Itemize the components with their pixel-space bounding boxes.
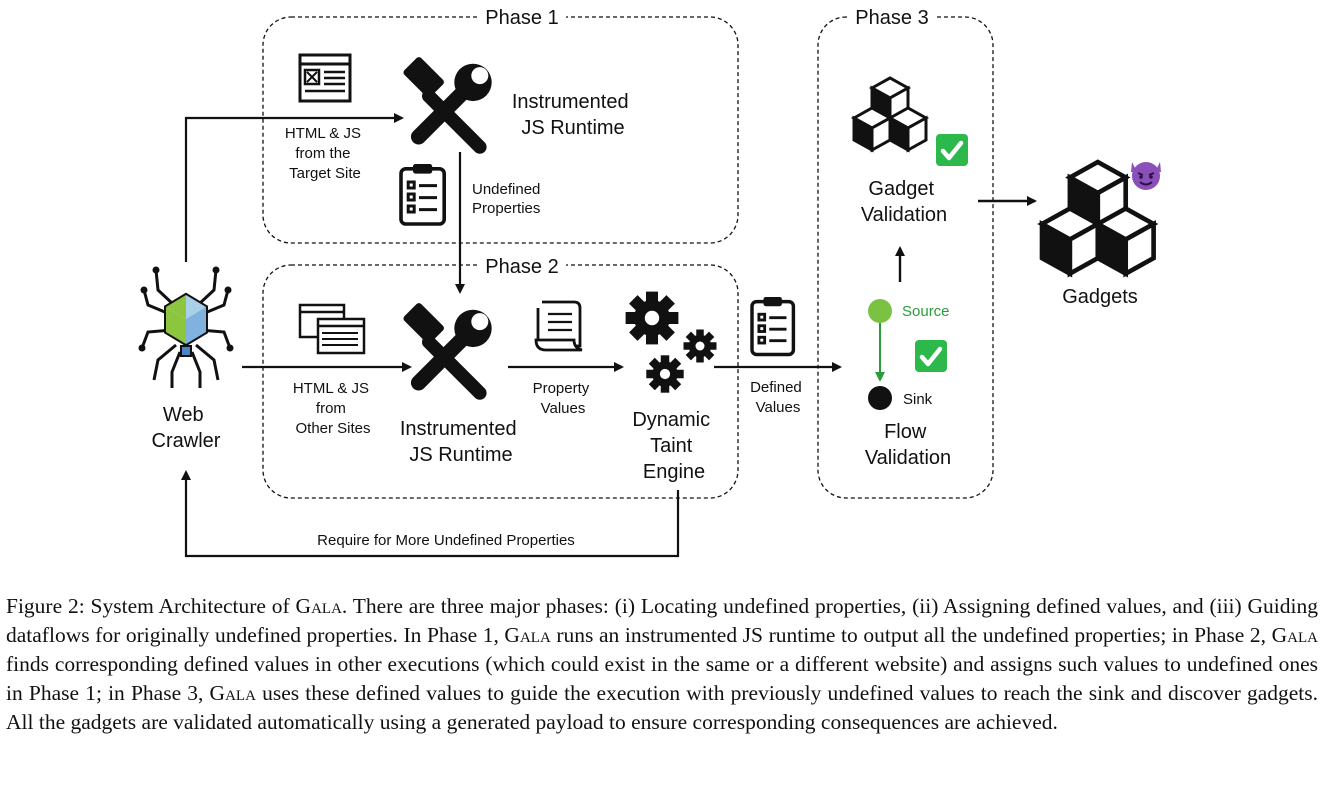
phase3-label: Phase 3 — [855, 7, 928, 29]
source-label: Source — [902, 303, 950, 320]
scroll-icon — [534, 300, 583, 352]
green-check-icon-gadget — [936, 134, 968, 166]
architecture-diagram: Phase 1 Phase 2 Phase 3 — [138, 5, 1161, 558]
phase1-box — [262, 16, 739, 244]
web-crawler-label: Web Crawler — [152, 404, 221, 452]
defined-values-label: Defined Values — [750, 379, 806, 416]
runtime2-label: Instrumented JS Runtime — [400, 418, 522, 466]
crawler-to-phase1-arrow — [184, 113, 404, 262]
devil-emoji-icon — [1131, 162, 1161, 190]
phase2-box — [262, 264, 739, 499]
taint-engine-label: Dynamic Taint Engine — [632, 409, 715, 483]
sink-node — [868, 386, 892, 410]
spider-icon — [138, 266, 234, 388]
clipboard-icon-phase1 — [399, 162, 447, 226]
tools-icon-phase2 — [402, 302, 492, 393]
figure-caption: Figure 2: System Architecture of Gala. T… — [6, 594, 1318, 734]
gadget-validation-label: Gadget Validation — [861, 178, 947, 226]
runtime1-label: Instrumented JS Runtime — [512, 91, 634, 139]
html-js-target-label: HTML & JS from the Target Site — [285, 125, 365, 182]
clipboard-icon-defined — [750, 295, 796, 357]
html-js-other-label: HTML & JS from Other Sites — [293, 380, 373, 437]
browser-windows-icon — [298, 303, 366, 355]
source-node — [868, 299, 892, 323]
flow-validation-label: Flow Validation — [865, 421, 951, 469]
cubes-icon-validation — [852, 76, 928, 152]
tools-icon-phase1 — [402, 56, 492, 147]
green-check-icon-flow — [915, 340, 947, 372]
undefined-props-label: Undefined Properties — [472, 181, 545, 217]
webpage-icon — [298, 53, 352, 103]
gears-icon — [625, 291, 717, 393]
property-values-label: Property Values — [533, 380, 594, 417]
gadgets-label: Gadgets — [1062, 286, 1138, 308]
require-more-label: Require for More Undefined Properties — [317, 532, 575, 549]
phase1-label: Phase 1 — [485, 7, 558, 29]
phase2-label: Phase 2 — [485, 256, 558, 278]
feedback-arrow — [181, 470, 680, 558]
sink-label: Sink — [903, 391, 933, 408]
